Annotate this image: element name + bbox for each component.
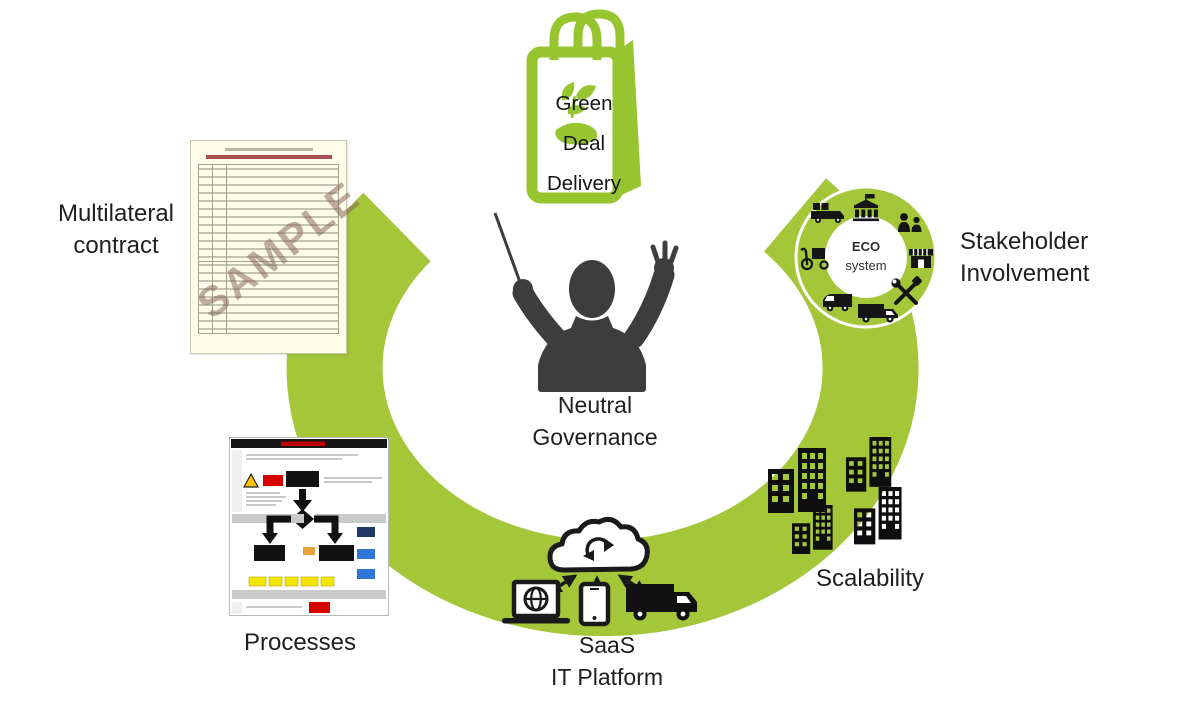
bank-icon [853,194,879,222]
delivery-truck-icon [626,584,697,621]
baton-icon [493,212,523,286]
process-flowchart-icon [229,437,389,616]
saas-label: SaaS IT Platform [550,632,664,690]
governance-label: Neutral Governance [532,392,658,450]
bag-label: Green Deal Delivery [546,92,622,195]
smartphone-icon [578,581,611,627]
laptop-icon [502,579,570,624]
processes-label: Processes [243,629,357,656]
scalability-label: Scalability [815,565,925,592]
shop-icon [909,249,933,268]
tools-icon [891,276,922,305]
eco-system-circle [794,185,938,329]
cargo-bike-icon [800,247,829,271]
people-icon [898,213,922,232]
stakeholder-label: Stakeholder Involvement [960,228,1090,287]
conductor-icon [493,212,679,392]
van-icon [823,294,852,312]
eco-label: ECO system [845,239,887,273]
leaf-icon [555,82,598,145]
saas-platform-graphic [502,516,697,627]
truck-icon [858,304,898,323]
cloud-sync-icon [547,516,650,573]
loading-truck-icon [811,203,844,223]
document-title-line [205,155,332,159]
contract-document-icon: SAMPLE [188,140,369,354]
document-table [198,164,339,334]
shopping-bag-icon [526,9,641,204]
contract-label: Multilateral contract [57,200,175,259]
document-header-line [224,148,313,151]
city-buildings-icon [768,437,902,554]
